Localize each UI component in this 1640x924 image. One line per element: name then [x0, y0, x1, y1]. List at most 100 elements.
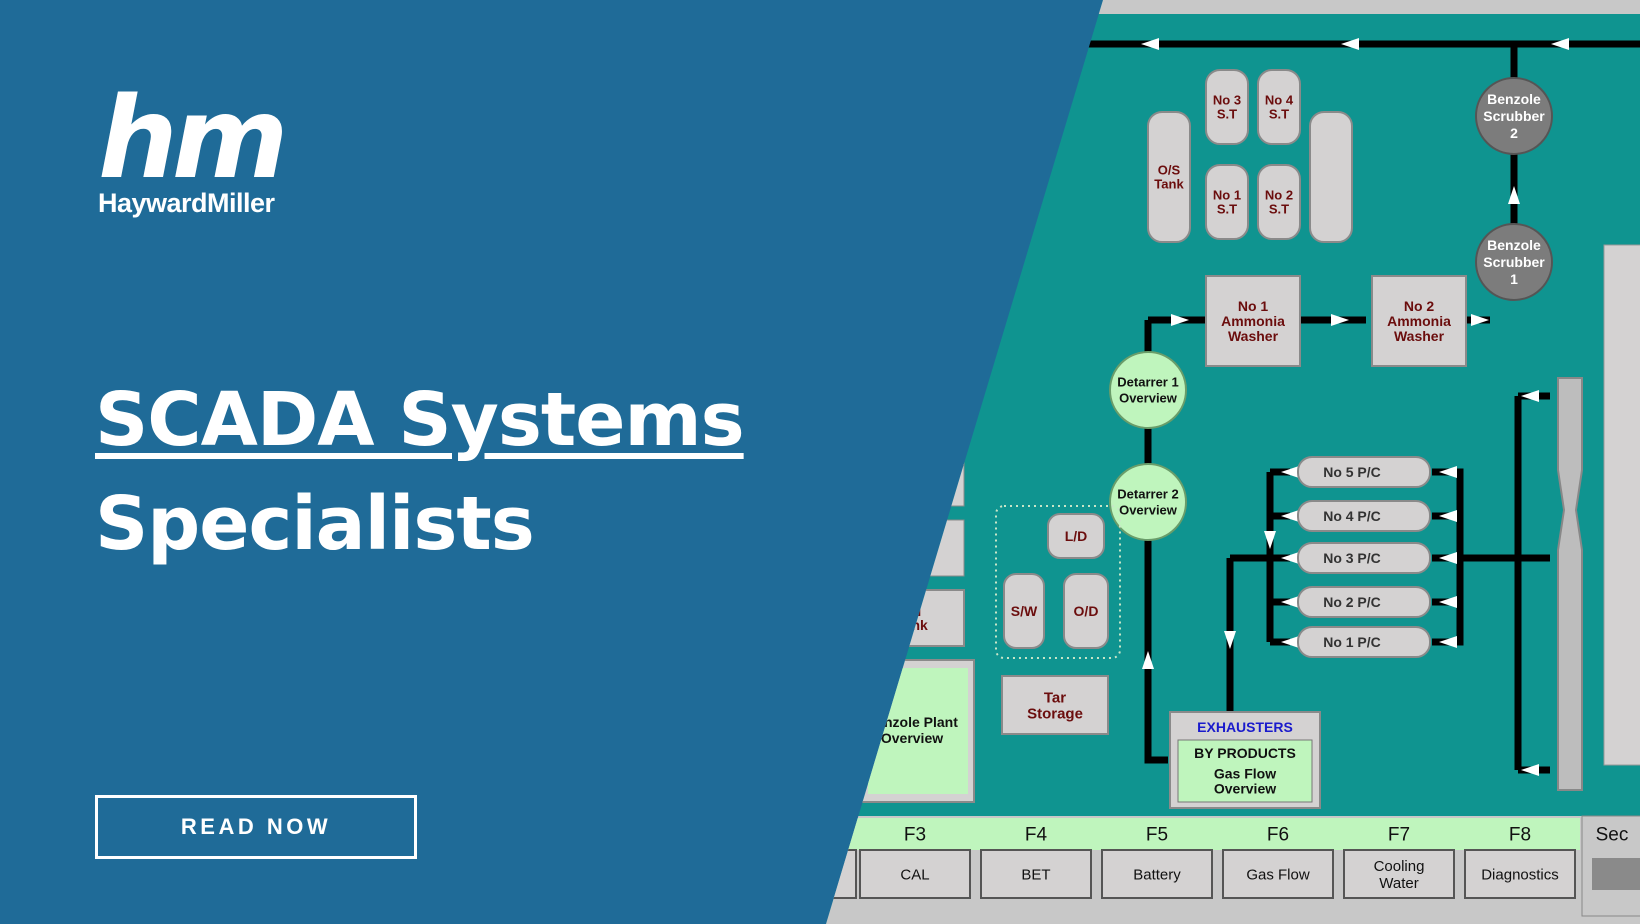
flow-arrow — [1521, 764, 1539, 776]
flow-arrow — [1142, 651, 1154, 669]
small-tank-sw[interactable]: S/W — [1003, 573, 1045, 649]
flow-arrow — [1471, 314, 1489, 326]
precooler-label: No 1 P/C — [1323, 634, 1381, 650]
partial-panel — [899, 449, 965, 507]
sec-indicator — [1592, 858, 1640, 890]
function-key-label: Battery — [1133, 866, 1181, 883]
function-key-id: F7 — [1388, 825, 1410, 846]
flow-arrow — [1508, 186, 1520, 204]
flow-arrow — [1281, 552, 1299, 564]
storage-tank-spare[interactable] — [1309, 111, 1353, 243]
flow-arrow — [1224, 631, 1236, 649]
side-panel — [1603, 244, 1640, 766]
flow-arrow — [1281, 510, 1299, 522]
sec-label: Sec — [1596, 825, 1629, 846]
flow-arrow — [1439, 510, 1457, 522]
precooler-4[interactable]: No 4 P/C — [1297, 500, 1431, 532]
small-tank-label: L/D — [1065, 528, 1088, 544]
electrostatic-column — [1557, 377, 1583, 791]
exhausters-title: EXHAUSTERS — [1197, 719, 1293, 735]
function-key-strip — [826, 818, 1580, 850]
flow-arrow — [1281, 596, 1299, 608]
brand-logo: hm HaywardMiller — [98, 74, 288, 219]
small-tank-od[interactable]: O/D — [1063, 573, 1109, 649]
flow-arrow — [1439, 466, 1457, 478]
flow-arrow — [1141, 38, 1159, 50]
function-key-partial[interactable] — [818, 849, 857, 899]
headline-line-2: Specialists — [95, 481, 535, 567]
precooler-label: No 5 P/C — [1323, 464, 1381, 480]
precooler-5[interactable]: No 5 P/C — [1297, 456, 1431, 488]
function-key-id: F6 — [1267, 825, 1289, 846]
precooler-label: No 4 P/C — [1323, 508, 1381, 524]
flow-arrow — [1171, 314, 1189, 326]
hm-monogram: hm — [98, 74, 288, 204]
function-key-label: BET — [1021, 866, 1050, 883]
flow-arrow — [1264, 531, 1276, 549]
partial-panel — [899, 519, 965, 577]
flow-arrow — [1551, 38, 1569, 50]
small-tank-ld[interactable]: L/D — [1047, 513, 1105, 559]
function-key-id: F3 — [904, 825, 926, 846]
brand-name: HaywardMiller — [98, 188, 275, 218]
flow-arrow — [1281, 636, 1299, 648]
precooler-1[interactable]: No 1 P/C — [1297, 626, 1431, 658]
function-key-id: F5 — [1146, 825, 1168, 846]
function-key-label: Gas Flow — [1246, 866, 1310, 883]
headline-line-1[interactable]: SCADA Systems — [95, 377, 745, 463]
precooler-2[interactable]: No 2 P/C — [1297, 586, 1431, 618]
small-tank-label: S/W — [1011, 603, 1038, 619]
precooler-3[interactable]: No 3 P/C — [1297, 542, 1431, 574]
flow-arrow — [1281, 466, 1299, 478]
flow-arrow — [1439, 636, 1457, 648]
tank-group-outline — [995, 505, 1121, 659]
flow-arrow — [1439, 596, 1457, 608]
small-tank-label: O/D — [1074, 603, 1099, 619]
precooler-label: No 2 P/C — [1323, 594, 1381, 610]
read-now-button[interactable]: READ NOW — [95, 795, 417, 859]
headline: SCADA Systems Specialists — [95, 368, 745, 576]
flow-arrow — [1439, 552, 1457, 564]
precooler-label: No 3 P/C — [1323, 550, 1381, 566]
function-key-id: F4 — [1025, 825, 1048, 846]
function-key-id: F8 — [1509, 825, 1531, 846]
flow-arrow — [1521, 390, 1539, 402]
flow-arrow — [1341, 38, 1359, 50]
